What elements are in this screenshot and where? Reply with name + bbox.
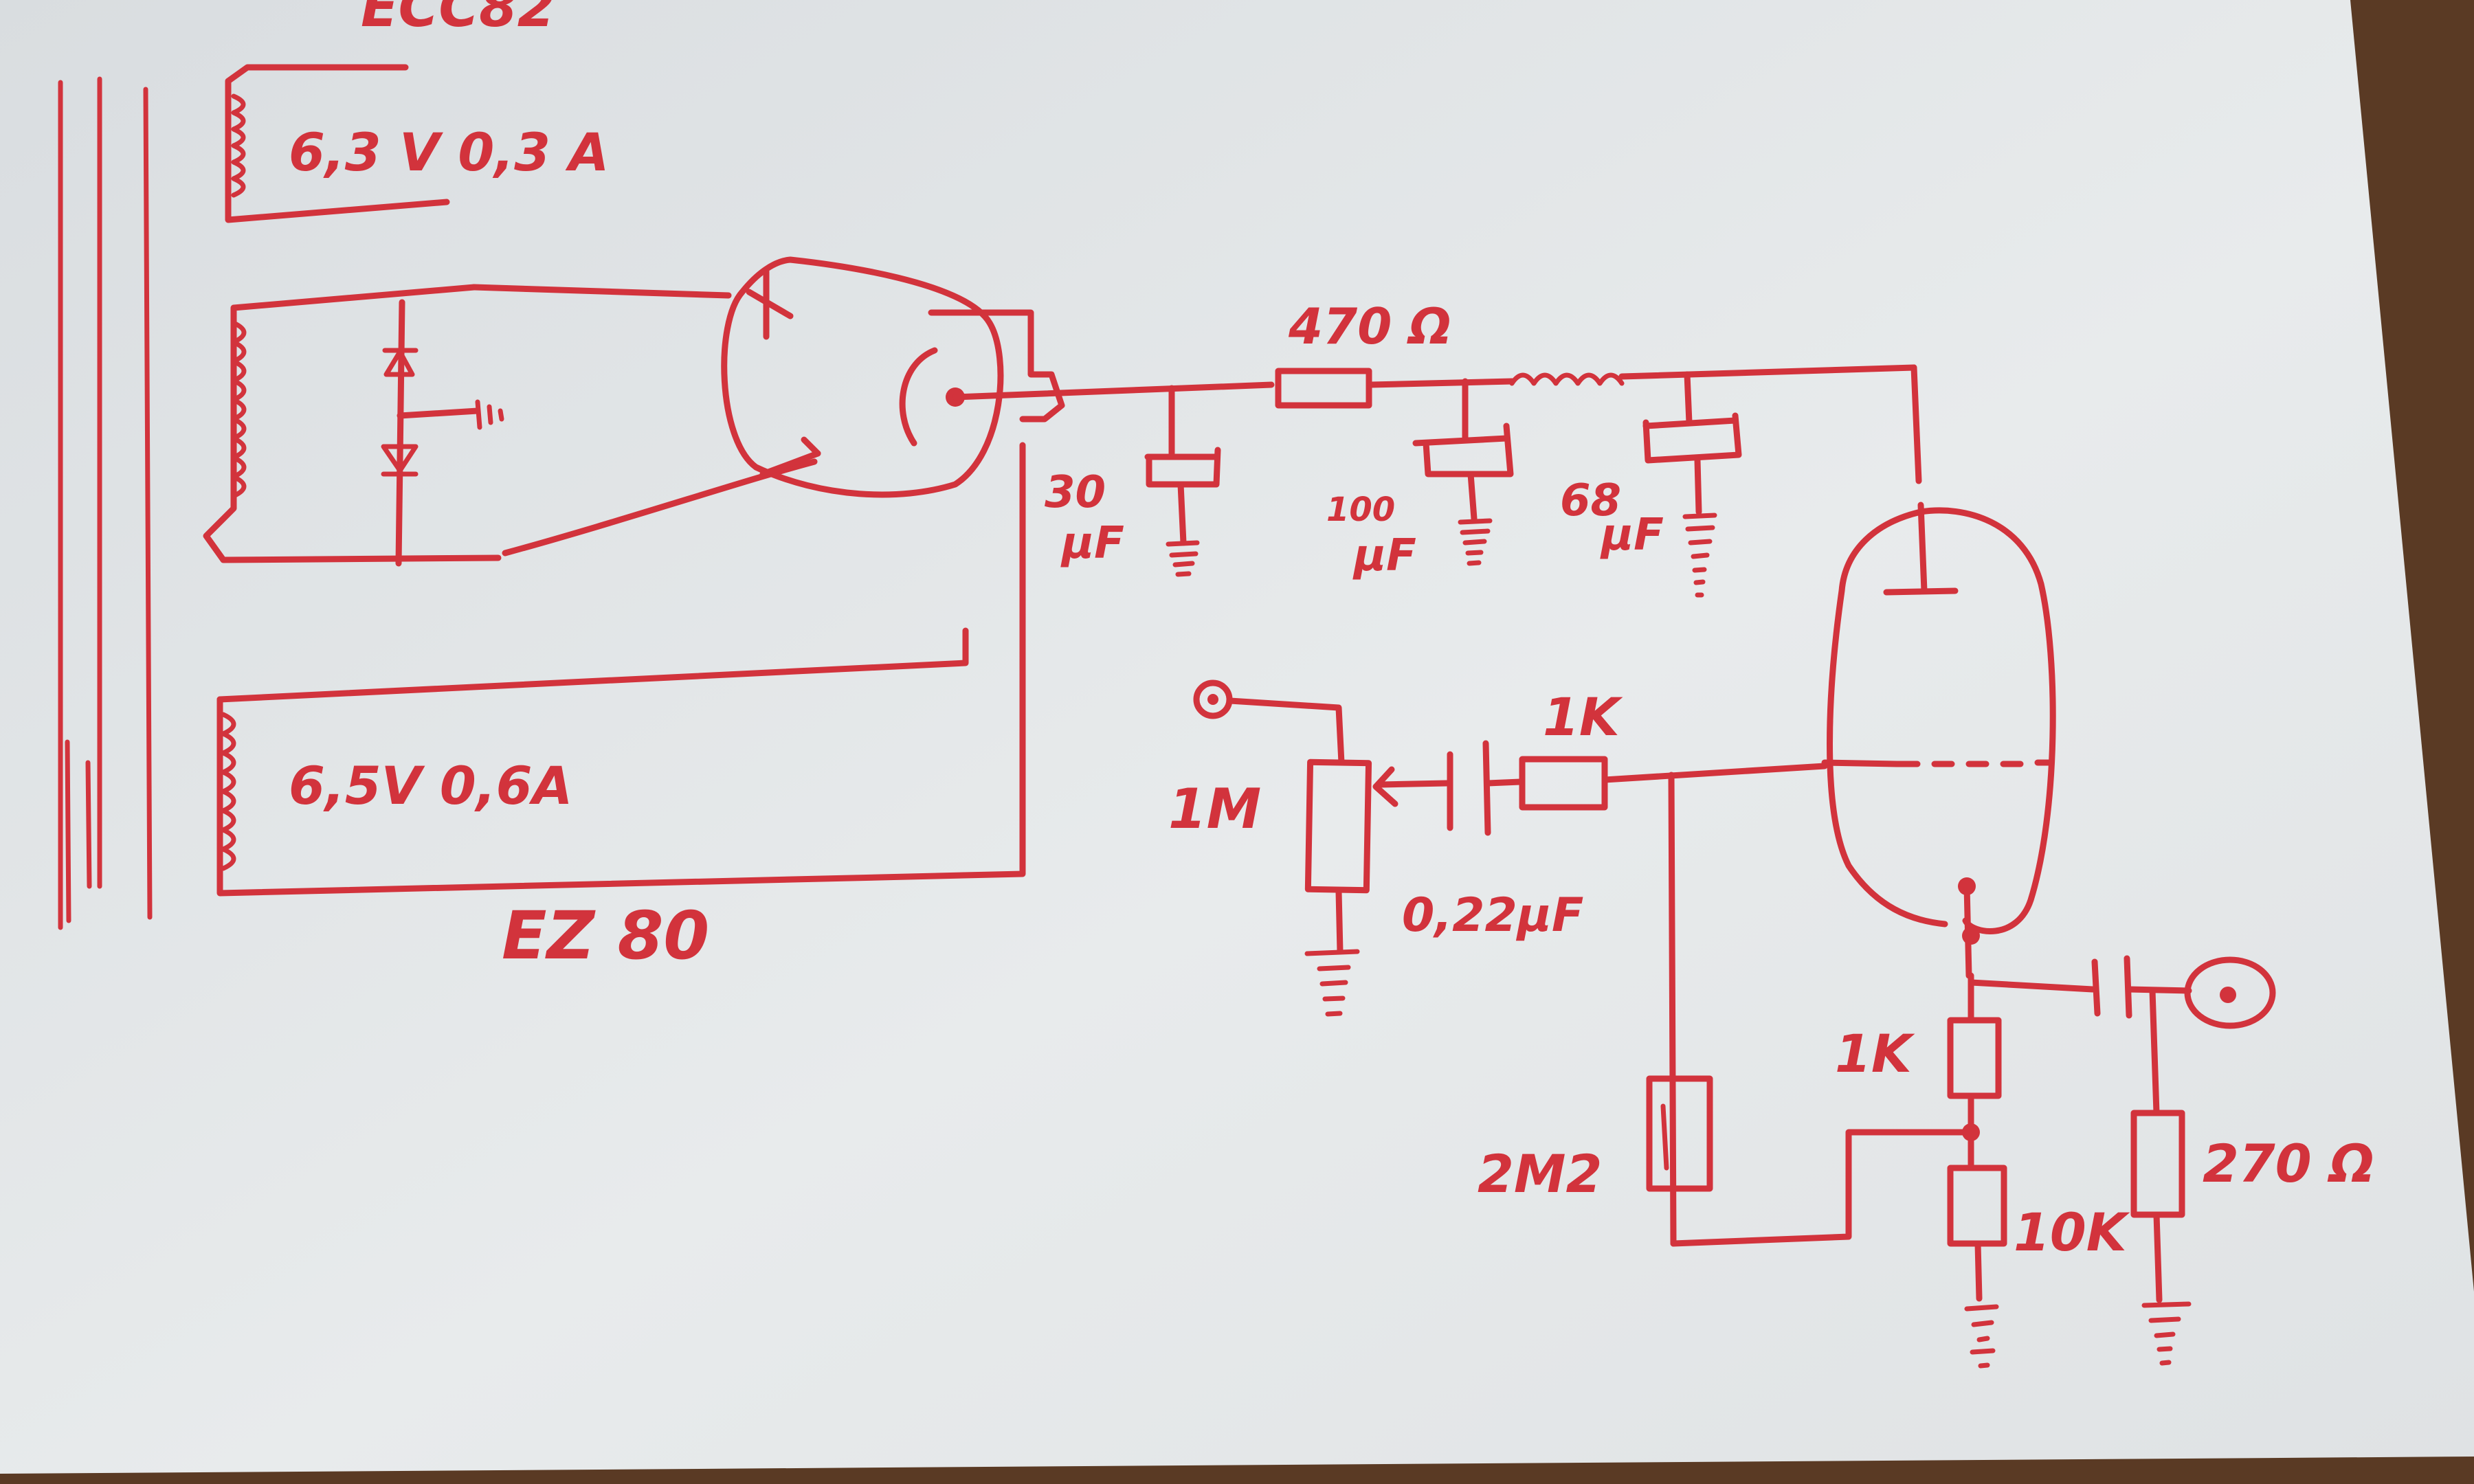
resistor-2m2 [1646, 1075, 1974, 1247]
filter-chain [952, 364, 1922, 484]
label-heater-top: 6,3 V 0,3 A [289, 122, 609, 183]
label-c3-value: 68 [1560, 475, 1621, 526]
label-c2-value: 100 [1326, 491, 1395, 529]
filter-cap-68 [1642, 371, 1742, 598]
grid-stopper-resistor [1519, 756, 1828, 1247]
label-pot: 1M [1168, 777, 1261, 841]
label-c1-unit: µF [1060, 518, 1124, 569]
label-r-470: 470 Ω [1288, 297, 1451, 355]
label-rectifier: EZ 80 [502, 897, 709, 974]
heater-winding-bottom [216, 442, 1026, 897]
volume-potentiometer[interactable] [1304, 758, 1450, 1017]
input-capacitor [1447, 740, 1524, 836]
diode-pair [381, 299, 504, 567]
hv-secondary-winding [203, 284, 818, 563]
label-r-10k: 10K [2014, 1202, 2130, 1263]
label-c1-value: 30 [1045, 467, 1106, 518]
output-jack[interactable] [2184, 956, 2276, 1029]
heater-winding-top [225, 64, 450, 223]
label-c3-unit: µF [1600, 510, 1664, 561]
label-top-tube: ECC82 [361, 0, 555, 39]
output-network [1968, 955, 2192, 1366]
rectifier-tube [721, 256, 1065, 498]
transformer-core [58, 76, 153, 930]
label-r-1k-cathode: 1K [1835, 1023, 1915, 1084]
resistor-1k-cathode [1947, 1017, 2002, 1099]
filter-cap-30 [1144, 385, 1221, 577]
label-r-270: 270 Ω [2203, 1133, 2374, 1194]
label-c2-unit: µF [1352, 530, 1416, 581]
filter-cap-100 [1412, 378, 1514, 566]
input-jack[interactable] [1193, 679, 1345, 766]
triode-tube [1821, 502, 2056, 979]
label-r-2m2: 2M2 [1478, 1143, 1602, 1204]
label-heater-bottom: 6,5V 0,6A [289, 755, 572, 816]
label-c-in: 0,22µF [1402, 888, 1583, 943]
resistor-470 [1275, 368, 1372, 409]
label-r-1k-grid: 1K [1543, 686, 1623, 747]
grid-wire [1821, 759, 1900, 767]
